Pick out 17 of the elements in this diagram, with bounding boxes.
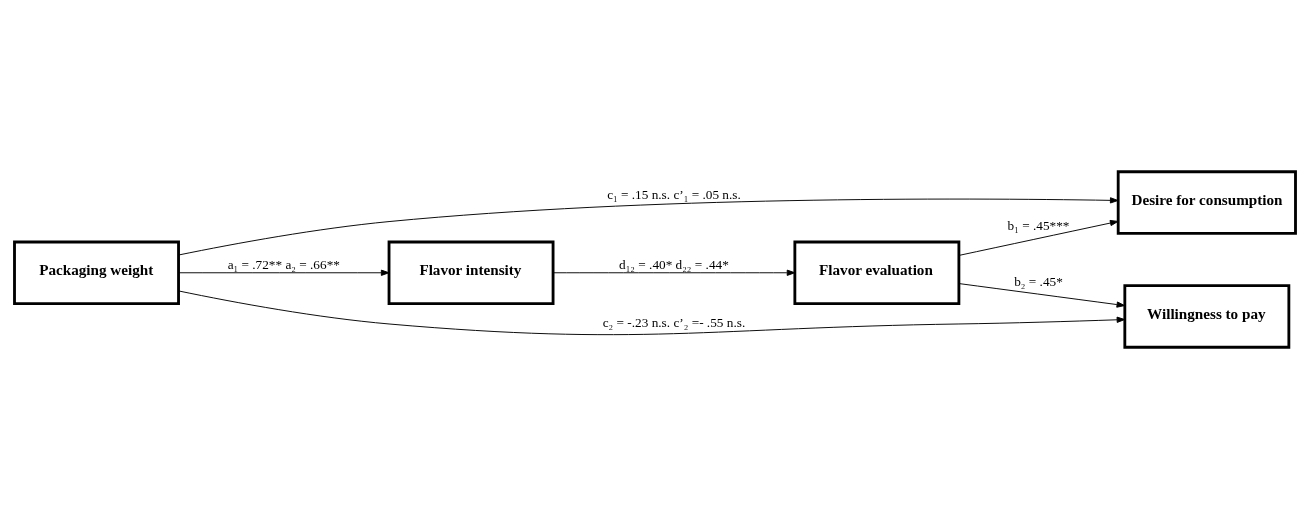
edge-label: a₁ = .72** a₂ = .66** (227, 257, 340, 273)
node-box: Willingness to pay (1123, 284, 1291, 349)
arrow (178, 269, 390, 276)
node-box: Packaging weight (13, 240, 180, 305)
arrow (178, 290, 1126, 336)
edge-label: d₁₂ = .40* d₂₂ = .44* (619, 257, 729, 273)
node-box: Flavor intensity (387, 240, 555, 305)
arrow (958, 219, 1119, 256)
edge-label: b₁ = .45*** (1007, 218, 1070, 234)
node-box: Flavor evaluation (793, 240, 961, 305)
arrow (552, 269, 796, 276)
arrow (178, 197, 1119, 256)
edge-label: c₂ = -.23 n.s. c’₂ =- .55 n.s. (602, 315, 746, 331)
edge-label: c₁ = .15 n.s. c’₁ = .05 n.s. (607, 187, 741, 203)
node-box: Desire for consumption (1116, 170, 1297, 235)
arrow (958, 283, 1126, 308)
edge-label: b₂ = .45* (1014, 274, 1063, 290)
